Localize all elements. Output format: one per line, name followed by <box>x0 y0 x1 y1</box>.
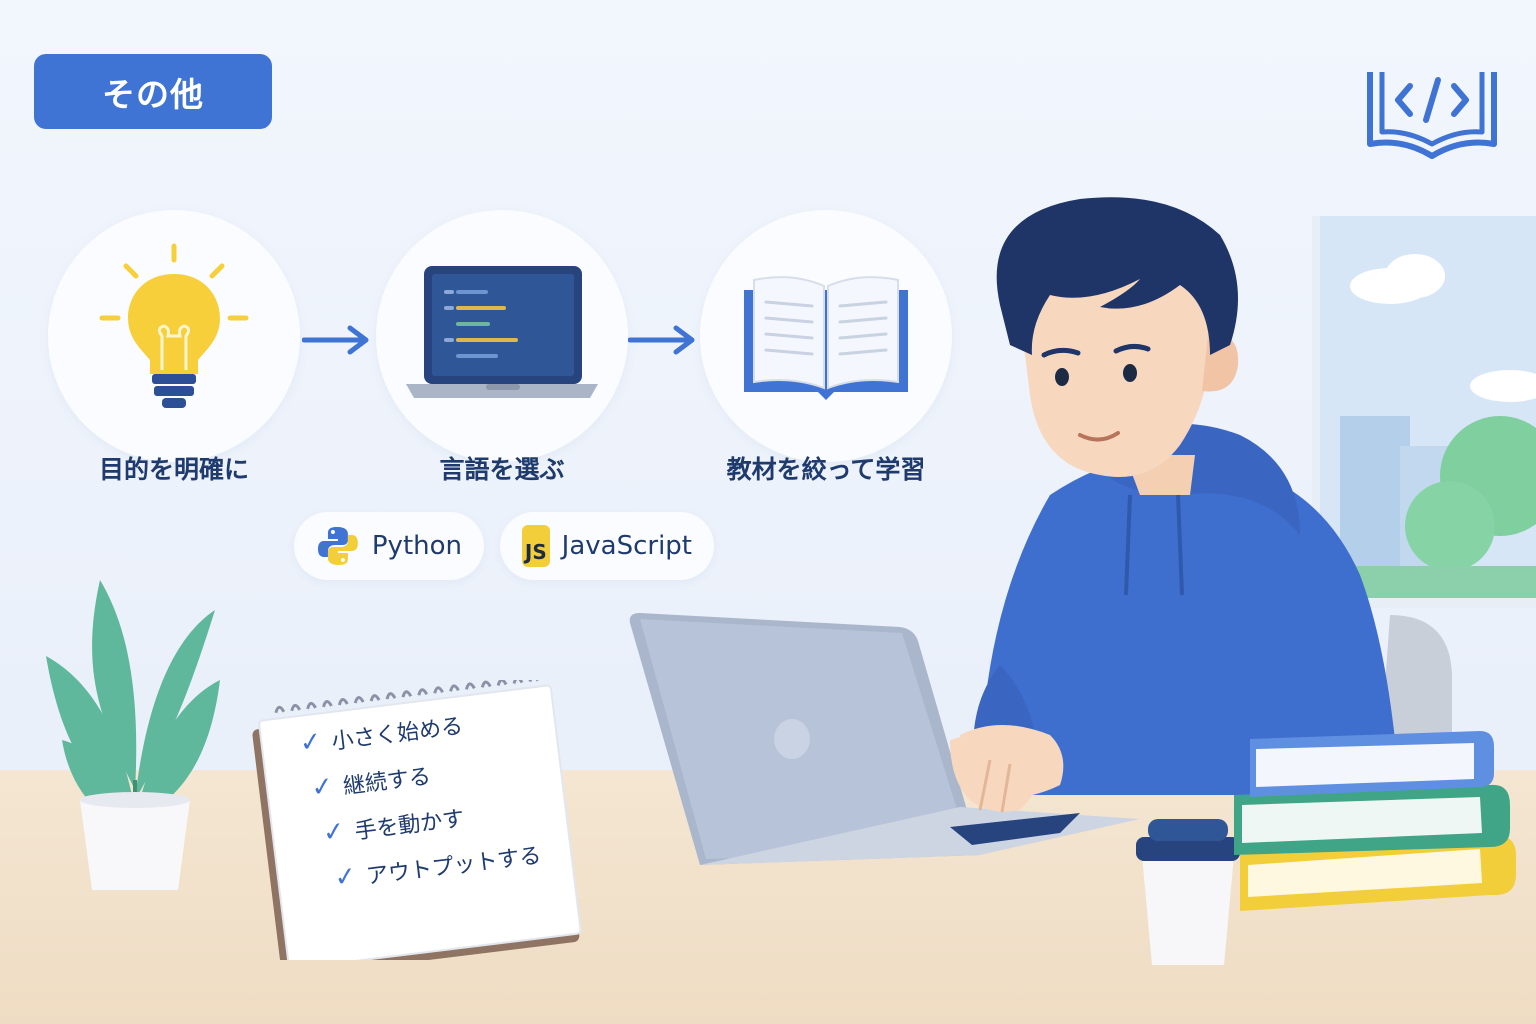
laptop-code-icon <box>406 266 598 398</box>
check-icon: ✓ <box>332 861 359 894</box>
code-book-icon <box>1367 72 1497 159</box>
check-icon: ✓ <box>298 726 324 759</box>
step-circle-3 <box>700 210 952 462</box>
window <box>1312 216 1536 608</box>
lightbulb-icon <box>99 243 249 408</box>
arrow-right-icon <box>302 325 369 355</box>
step-label-2: 言語を選ぶ <box>439 455 565 484</box>
open-book-icon <box>744 276 908 400</box>
arrow-right-icon <box>628 325 695 355</box>
language-chip-python: Python <box>294 512 484 580</box>
coffee-cup <box>1136 819 1240 965</box>
checklist-notepad: ✓ 小さく始める ✓ 継続する ✓ 手を動かす ✓ アウトプットする <box>250 680 590 960</box>
check-icon: ✓ <box>309 771 335 804</box>
check-icon: ✓ <box>321 816 347 849</box>
step-circle-2 <box>376 210 628 462</box>
laptop <box>629 613 1140 865</box>
notepad-paper <box>252 680 582 960</box>
python-logo-icon <box>317 527 358 565</box>
language-label-javascript: JavaScript <box>561 531 692 561</box>
step-label-1: 目的を明確に <box>98 455 249 484</box>
hands <box>950 733 1043 813</box>
potted-plant <box>46 580 220 890</box>
category-badge: その他 <box>34 54 272 129</box>
step-label-3: 教材を絞って学習 <box>726 455 926 484</box>
js-logo-icon: JS <box>522 525 550 567</box>
book-stack <box>1234 731 1516 911</box>
language-chip-javascript: JS JavaScript <box>500 512 714 580</box>
step-circle-1 <box>48 210 300 462</box>
language-label-python: Python <box>371 531 462 561</box>
